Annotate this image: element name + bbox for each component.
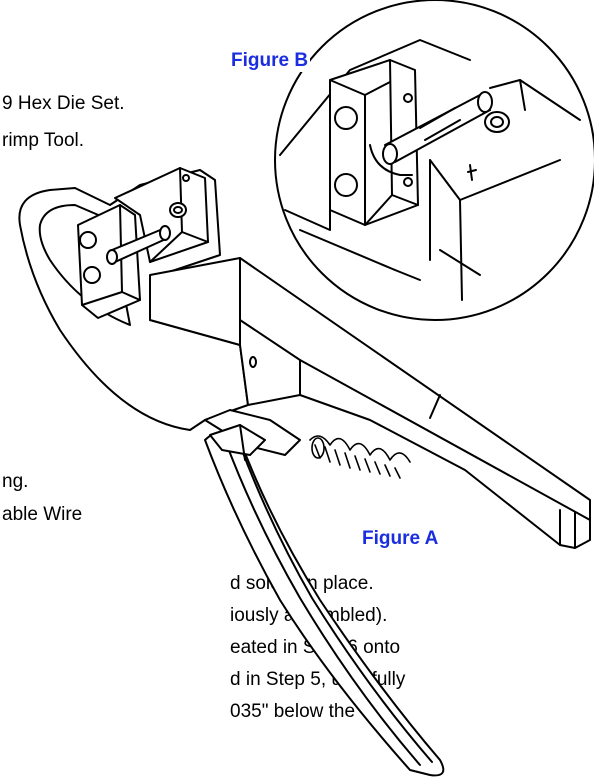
- figure-b-label: Figure B: [229, 50, 311, 72]
- figure-b-drawing: [274, 0, 594, 321]
- instruction-line-2: rimp Tool.: [2, 130, 85, 151]
- figure-a-drawing: [18, 167, 591, 777]
- spring-coil: [309, 435, 411, 479]
- instruction-line-9: 035" below the: [230, 701, 356, 722]
- instruction-line-3: ng.: [2, 471, 29, 492]
- instruction-line-4: able Wire: [2, 504, 83, 525]
- figure-a-label: Figure A: [362, 528, 439, 549]
- instruction-line-1: 9 Hex Die Set.: [2, 93, 125, 114]
